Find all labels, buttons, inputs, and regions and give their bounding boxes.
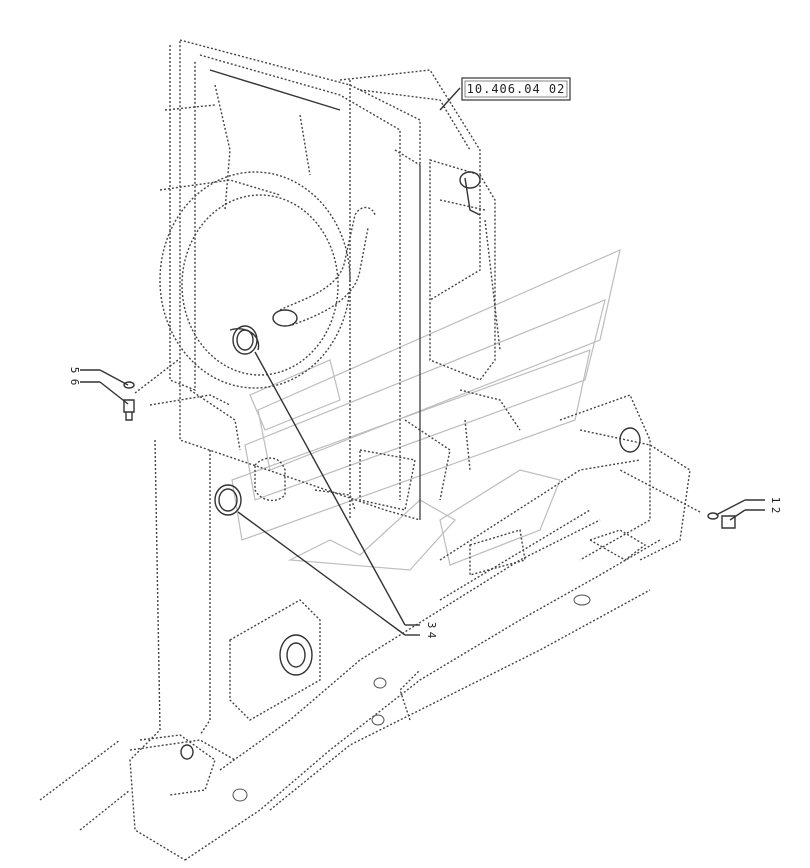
- callout-1: 1: [769, 497, 782, 504]
- hose-clamp-upper: [232, 325, 258, 355]
- chassis-frame: [39, 439, 661, 861]
- callout-5: 5: [68, 367, 81, 374]
- washer-item-5: [123, 381, 135, 389]
- watermark-logo: [231, 248, 621, 571]
- reference-box: 10.406.04 02: [461, 77, 571, 101]
- radiator-assembly: [149, 39, 521, 521]
- callout-4: 4: [425, 632, 438, 639]
- assembly-dash-right: [619, 469, 701, 513]
- bolt-item-6: [123, 399, 135, 421]
- callout-2: 2: [769, 507, 782, 514]
- assembly-dash-left: [134, 359, 179, 394]
- callout-3: 3: [425, 622, 438, 629]
- cross-member-bracket: [439, 394, 691, 606]
- leader-lines: [80, 87, 765, 636]
- washer-item-1: [707, 512, 719, 520]
- reference-box-label: 10.406.04 02: [467, 82, 566, 96]
- bolt-item-2: [721, 515, 736, 529]
- callout-6: 6: [68, 379, 81, 386]
- hose-clamp-lower: [214, 484, 242, 516]
